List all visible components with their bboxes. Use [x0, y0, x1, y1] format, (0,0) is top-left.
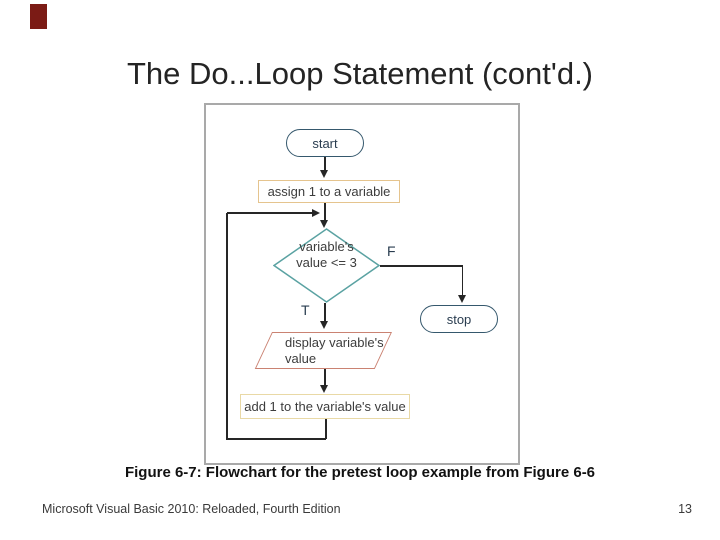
connector-add-loop-down	[325, 419, 327, 439]
connector-loop-bottom	[226, 438, 326, 440]
decision-node-label: variable's value <= 3	[273, 239, 380, 271]
footer-book-title: Microsoft Visual Basic 2010: Reloaded, F…	[42, 502, 341, 516]
arrowhead-loop-entry	[312, 208, 320, 217]
flowchart-add-node: add 1 to the variable's value	[240, 394, 410, 419]
figure-caption: Figure 6-7: Flowchart for the pretest lo…	[124, 464, 596, 481]
arrowhead-assign-decision	[320, 220, 328, 228]
connector-assign-decision	[324, 203, 326, 221]
connector-loop-entry	[227, 212, 312, 214]
connector-loop-left	[226, 213, 228, 439]
false-branch-label: F	[387, 243, 396, 259]
connector-false-horizontal	[380, 265, 463, 267]
slide-page-number: 13	[678, 502, 692, 516]
add-node-label: add 1 to the variable's value	[244, 399, 406, 414]
flowchart-decision-node	[273, 228, 380, 303]
flowchart-start-node: start	[286, 129, 364, 157]
arrowhead-start-assign	[320, 170, 328, 178]
stop-node-label: stop	[446, 311, 472, 327]
decision-label-line2: value <= 3	[296, 255, 357, 270]
display-label-line1: display variable's	[285, 335, 384, 350]
display-label-line2: value	[285, 351, 317, 366]
arrowhead-display-add	[320, 385, 328, 393]
slide-corner-accent	[30, 4, 47, 29]
start-node-label: start	[312, 135, 338, 151]
connector-display-add	[324, 369, 326, 386]
flowchart-stop-node: stop	[420, 305, 498, 333]
assign-node-label: assign 1 to a variable	[267, 184, 391, 199]
connector-decision-display	[324, 303, 326, 322]
arrowhead-false-stop	[457, 295, 466, 303]
flowchart-assign-node: assign 1 to a variable	[258, 180, 400, 203]
connector-start-assign	[324, 157, 326, 172]
decision-diamond-shape	[273, 228, 380, 303]
slide-title: The Do...Loop Statement (cont'd.)	[127, 56, 593, 91]
display-node-label: display variable's value	[285, 335, 405, 367]
true-branch-label: T	[301, 302, 310, 318]
arrowhead-decision-display	[320, 321, 328, 329]
connector-false-vertical	[461, 265, 463, 296]
decision-label-line1: variable's	[299, 239, 354, 254]
